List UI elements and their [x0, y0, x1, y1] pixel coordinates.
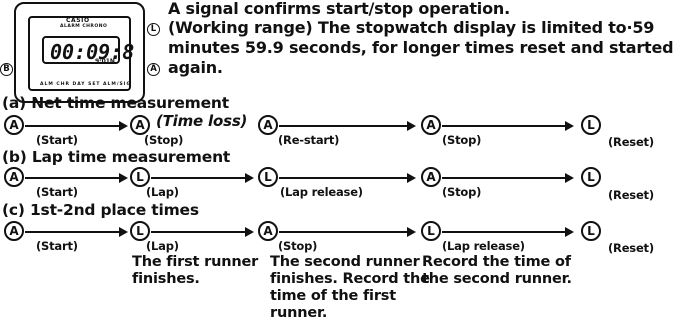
- section-b-step1-label: (Start): [36, 185, 78, 199]
- section-a-step4-button: A: [421, 115, 441, 135]
- intro-line-3: minutes 59.9 seconds, for longer times r…: [168, 38, 673, 57]
- watch-case: CASIO ALARM CHRONO 00:09:8 9:01N ALM CHR…: [14, 2, 145, 103]
- watch-button-b: B: [0, 63, 13, 76]
- section-a-step5-button: L: [581, 115, 601, 135]
- section-a-step3-button: A: [258, 115, 278, 135]
- intro-line-1: A signal confirms start/stop operation.: [168, 0, 510, 18]
- section-c-step1-label: (Start): [36, 239, 78, 253]
- intro-line-4: again.: [168, 58, 223, 77]
- watch-subtitle: ALARM CHRONO: [60, 24, 108, 29]
- section-c-step3-desc: The second runner finishes. Record the t…: [270, 254, 430, 321]
- watch-face: [28, 16, 131, 91]
- section-a-step2-label: (Stop): [144, 133, 184, 147]
- arrow: [442, 227, 574, 237]
- intro-line-2: (Working range) The stopwatch display is…: [168, 18, 655, 37]
- section-a-title: (a) Net time measurement: [2, 94, 229, 112]
- watch-button-a: A: [147, 63, 160, 76]
- section-a-step1-button: A: [4, 115, 24, 135]
- section-c-title: (c) 1st-2nd place times: [2, 201, 199, 219]
- section-c-step5-button: L: [581, 221, 601, 241]
- section-b-step4-button: A: [421, 167, 441, 187]
- section-a-step2-button: A: [130, 115, 150, 135]
- section-c-step5-label: (Reset): [608, 241, 654, 255]
- section-c-step2-label: (Lap): [146, 239, 179, 253]
- arrow: [25, 227, 128, 237]
- section-b-step3-label: (Lap release): [280, 185, 363, 199]
- section-b-step2-label: (Lap): [146, 185, 179, 199]
- section-b-step4-label: (Stop): [442, 185, 482, 199]
- section-c-step3-button: A: [258, 221, 278, 241]
- watch-bottom-labels: ALM CHR DAY SET ALM/SIG: [40, 82, 132, 87]
- arrow: [25, 121, 128, 131]
- arrow: [442, 173, 574, 183]
- arrow: [279, 173, 416, 183]
- section-c-step3-label: (Stop): [278, 239, 318, 253]
- arrow: [442, 121, 574, 131]
- section-c-step1-button: A: [4, 221, 24, 241]
- arrow: [279, 227, 416, 237]
- section-c-step4-label: (Lap release): [442, 239, 525, 253]
- arrow: [279, 121, 416, 131]
- section-a-time-loss: (Time loss): [156, 112, 248, 130]
- section-b-step3-button: L: [258, 167, 278, 187]
- section-a-step4-label: (Stop): [442, 133, 482, 147]
- section-c-step4-desc: Record the time of the second runner.: [422, 254, 572, 287]
- section-b-step5-button: L: [581, 167, 601, 187]
- section-b-title: (b) Lap time measurement: [2, 148, 231, 166]
- section-c-step2-desc: The first runner finishes.: [132, 254, 259, 287]
- arrow: [151, 173, 254, 183]
- section-b-step5-label: (Reset): [608, 188, 654, 202]
- arrow: [151, 227, 254, 237]
- section-b-step1-button: A: [4, 167, 24, 187]
- section-c-step2-button: L: [130, 221, 150, 241]
- watch-display: 00:09:8: [42, 36, 134, 64]
- watch-brand: CASIO: [66, 17, 90, 24]
- watch-indicator: 9:01N: [95, 58, 115, 65]
- watch-button-l: L: [147, 23, 160, 36]
- section-c-step4-button: L: [421, 221, 441, 241]
- section-b-step2-button: L: [130, 167, 150, 187]
- section-a-step3-label: (Re-start): [278, 133, 340, 147]
- arrow: [25, 173, 128, 183]
- section-a-step1-label: (Start): [36, 133, 78, 147]
- section-a-step5-label: (Reset): [608, 135, 654, 149]
